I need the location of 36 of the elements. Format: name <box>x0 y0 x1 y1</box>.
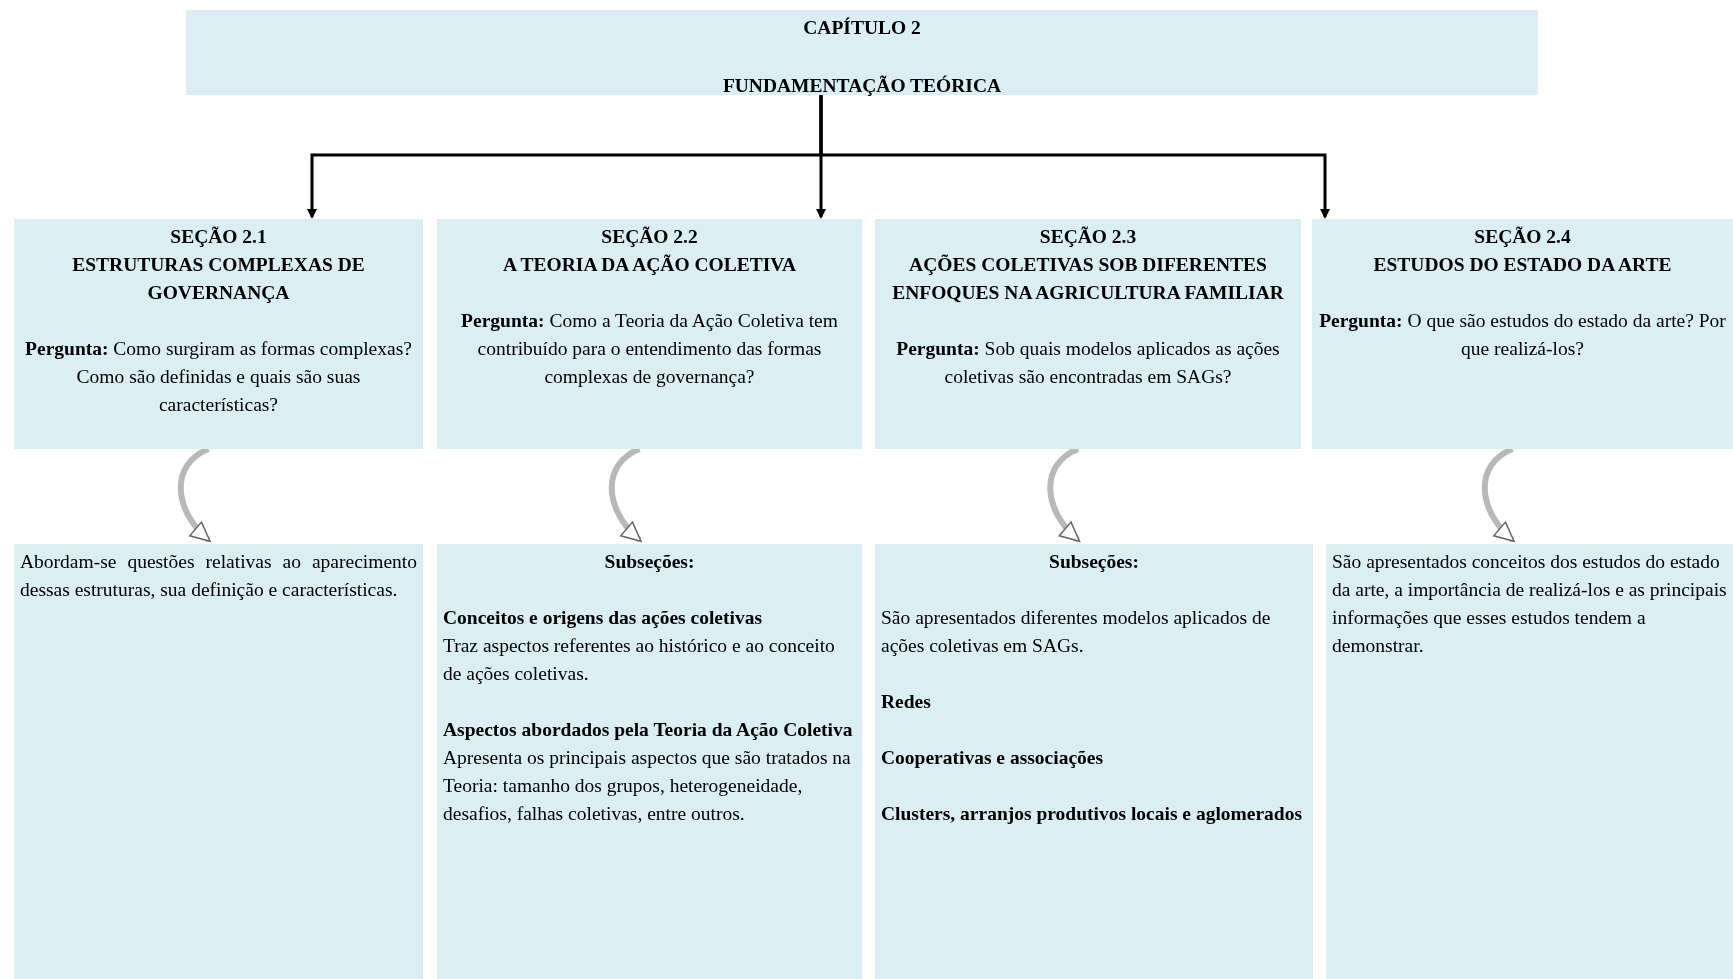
subsection-heading: Aspectos abordados pela Teoria da Ação Coletiva <box>443 718 854 742</box>
section-box <box>875 219 1301 449</box>
description-text: Traz aspectos referentes ao histórico e ao conceito de ações coletivas. <box>443 634 836 686</box>
chapter-title: FUNDAMENTAÇÃO TEÓRICA <box>721 74 1003 98</box>
section-heading: AÇÕES COLETIVAS SOB DIFERENTES ENFOQUES NA AGRICULTURA FAMILIAR <box>891 253 1285 305</box>
section-heading: SEÇÃO 2.2 <box>600 225 699 249</box>
connector-arrow <box>819 95 1330 219</box>
description-box <box>875 544 1313 979</box>
description-text: Abordam-se questões relativas ao aparecimento dessas estruturas, sua definição e características. <box>20 550 417 602</box>
section-heading: SEÇÃO 2.1 <box>169 225 268 249</box>
question-text: Pergunta: Sob quais modelos aplicados as ações coletivas são encontradas em SAGs? <box>895 337 1281 389</box>
subsection-heading: Cooperativas e associações <box>881 746 1105 770</box>
subsection-heading: Redes <box>881 690 932 714</box>
question-text: Pergunta: Como surgiram as formas complexas? Como são definidas e quais são suas características? <box>24 337 413 417</box>
section-heading: A TEORIA DA AÇÃO COLETIVA <box>502 253 797 277</box>
question-text: Pergunta: Como a Teoria da Ação Coletiva tem contribuído para o entendimento das formas complexas de governança? <box>460 309 839 389</box>
section-heading: SEÇÃO 2.4 <box>1473 225 1572 249</box>
section-heading: SEÇÃO 2.3 <box>1038 225 1138 249</box>
subsection-heading: Subseções: <box>1048 550 1140 574</box>
subsection-heading: Conceitos e origens das ações coletivas <box>443 606 763 630</box>
section-heading: ESTUDOS DO ESTADO DA ARTE <box>1372 253 1673 277</box>
description-text: São apresentados conceitos dos estudos do estado da arte, a importância de realizá-los e as principais informações que esses estudos tendem a demonstrar. <box>1332 550 1727 658</box>
chapter-box <box>186 10 1538 95</box>
description-box <box>1326 544 1733 979</box>
description-box <box>437 544 862 979</box>
section-heading: ESTRUTURAS COMPLEXAS DE GOVERNANÇA <box>71 253 366 305</box>
section-box <box>14 219 423 449</box>
section-box <box>1312 219 1733 449</box>
section-box <box>437 219 862 449</box>
chapter-title: CAPÍTULO 2 <box>802 16 922 40</box>
description-text: Apresenta os principais aspectos que são tratados na Teoria: tamanho dos grupos, heterogeneidade, desafios, falhas coletivas, entre outros. <box>443 746 852 826</box>
question-text: Pergunta: O que são estudos do estado da arte? Por que realizá-los? <box>1318 309 1727 361</box>
description-text: São apresentados diferentes modelos aplicados de ações coletivas em SAGs. <box>881 606 1272 658</box>
subsection-heading: Clusters, arranjos produtivos locais e aglomerados <box>881 802 1304 826</box>
subsection-heading: Subseções: <box>603 550 696 574</box>
description-box <box>14 544 423 979</box>
